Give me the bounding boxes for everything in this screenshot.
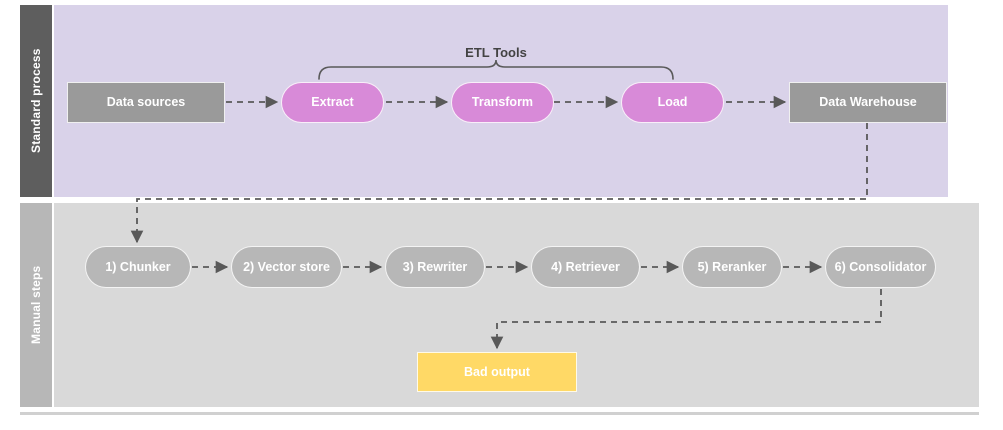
node-transform-label: Transform bbox=[471, 95, 534, 110]
node-bad-output[interactable]: Bad output bbox=[417, 352, 577, 392]
node-vector-store-label: 2) Vector store bbox=[243, 259, 330, 274]
node-data-warehouse[interactable]: Data Warehouse bbox=[789, 82, 947, 123]
lane-header-manual-steps-label: Manual steps bbox=[29, 265, 43, 345]
lane-header-standard-process-label: Standard process bbox=[29, 48, 43, 154]
bottom-divider bbox=[20, 412, 979, 415]
node-load[interactable]: Load bbox=[621, 82, 724, 123]
node-data-sources-label: Data sources bbox=[106, 95, 186, 110]
node-reranker[interactable]: 5) Reranker bbox=[682, 246, 782, 288]
lane-header-manual-steps: Manual steps bbox=[20, 203, 52, 407]
node-consolidator[interactable]: 6) Consolidator bbox=[825, 246, 936, 288]
lane-header-standard-process: Standard process bbox=[20, 5, 52, 197]
node-rewriter[interactable]: 3) Rewriter bbox=[385, 246, 485, 288]
node-reranker-label: 5) Reranker bbox=[697, 259, 767, 274]
node-consolidator-label: 6) Consolidator bbox=[834, 259, 927, 274]
node-transform[interactable]: Transform bbox=[451, 82, 554, 123]
node-vector-store[interactable]: 2) Vector store bbox=[231, 246, 342, 288]
node-chunker[interactable]: 1) Chunker bbox=[85, 246, 191, 288]
node-retriever-label: 4) Retriever bbox=[551, 259, 620, 274]
etl-tools-label: ETL Tools bbox=[465, 45, 527, 60]
node-rewriter-label: 3) Rewriter bbox=[402, 259, 468, 274]
node-bad-output-label: Bad output bbox=[464, 364, 530, 379]
node-data-warehouse-label: Data Warehouse bbox=[819, 95, 917, 110]
node-retriever[interactable]: 4) Retriever bbox=[531, 246, 640, 288]
node-extract-label: Extract bbox=[311, 95, 354, 110]
node-load-label: Load bbox=[657, 95, 688, 110]
node-data-sources[interactable]: Data sources bbox=[67, 82, 225, 123]
node-chunker-label: 1) Chunker bbox=[105, 259, 171, 274]
node-extract[interactable]: Extract bbox=[281, 82, 384, 123]
